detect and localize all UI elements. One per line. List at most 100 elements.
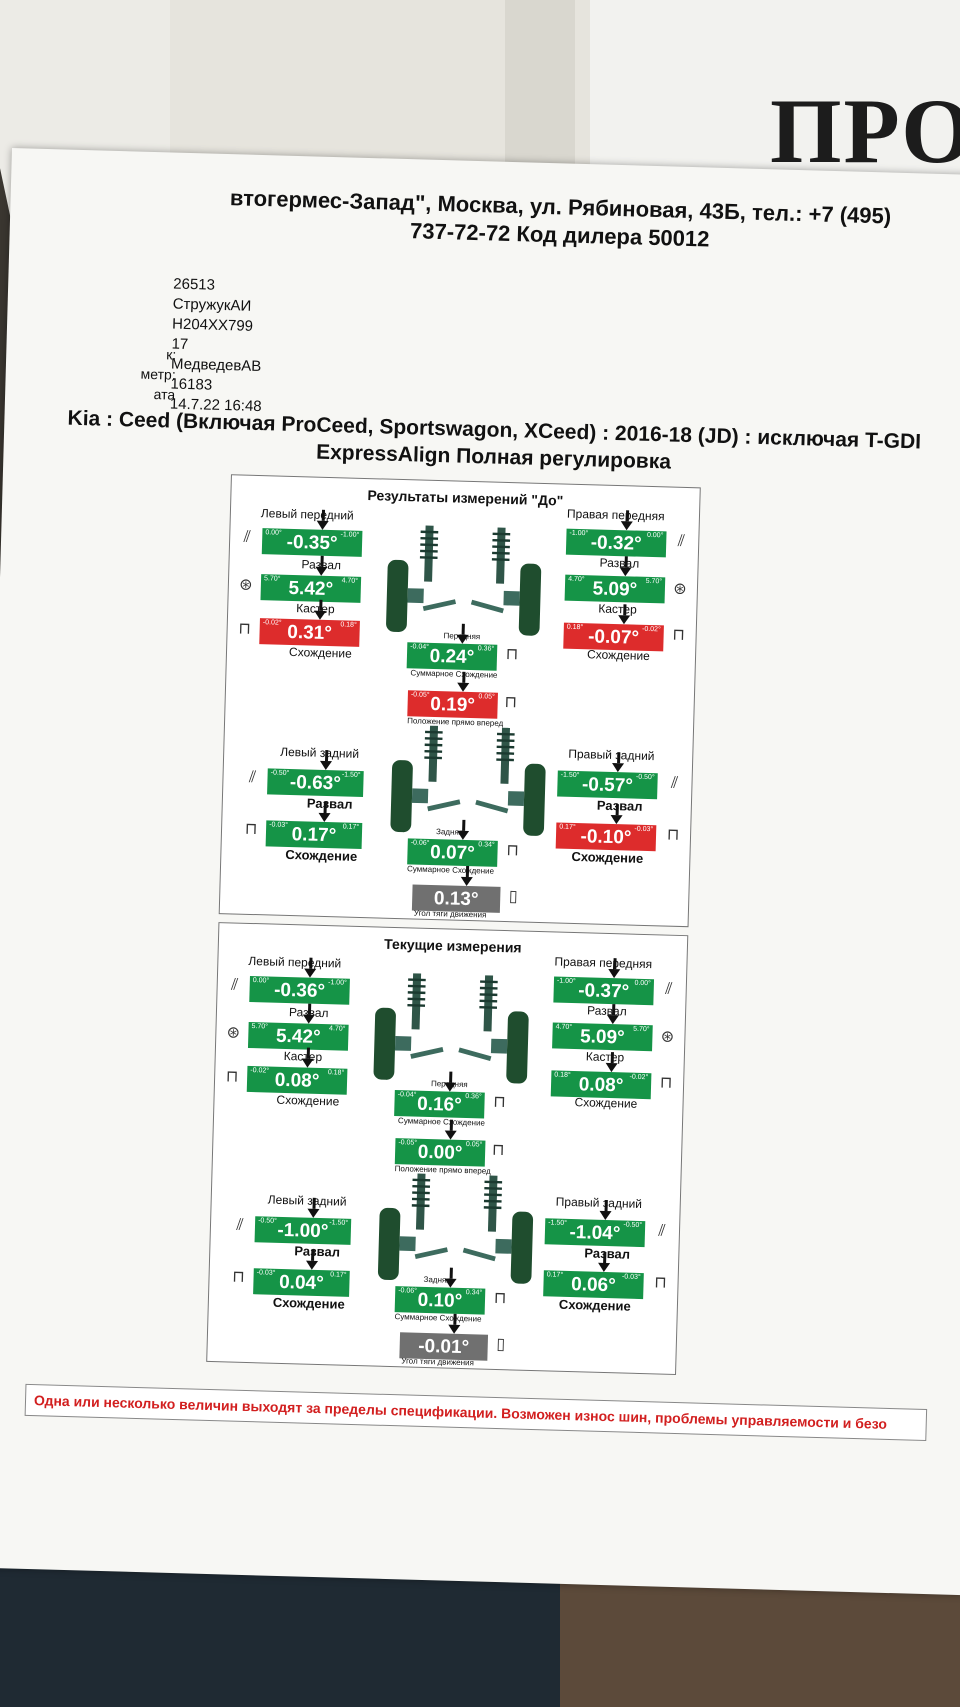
background-board-text: ПРО [770, 80, 960, 182]
total-toe-label: Суммарное Схождение [410, 668, 498, 680]
info-label: метр: [140, 365, 176, 383]
rear-total-gauge: -0.06°0.34°0.10° [394, 1286, 486, 1315]
lr-toe-gauge: -0.03°0.17°0.04° [253, 1268, 350, 1297]
indicator-arrow-icon [599, 1210, 612, 1221]
gauge-value: -0.36° [273, 979, 326, 1003]
info-label: ата [153, 386, 176, 403]
lr-camber-gauge: -0.50°-1.50°-0.63° [267, 768, 364, 798]
thrust-angle-icon: ▯ [496, 1335, 506, 1354]
lf-camber-gauge: 0.00°-1.00°-0.36° [249, 975, 350, 1005]
info-labels: к: метр: ата [95, 342, 177, 404]
toe-wheel-icon: ⊓ [659, 1074, 673, 1092]
camber-wheel-icon: ⫽ [664, 980, 673, 998]
caster-wheel-icon: ⊛ [673, 580, 687, 599]
total-toe-icon: ⊓ [493, 1093, 507, 1112]
camber-label: Развал [306, 795, 353, 812]
indicator-arrow-icon [316, 520, 329, 530]
warning-text: Одна или несколько величин выходят за пр… [33, 1392, 888, 1432]
gauge-value: 0.24° [429, 645, 475, 669]
indicator-arrow-icon [619, 567, 632, 577]
rf-camber-gauge: -1.00°0.00°-0.32° [565, 528, 667, 558]
indicator-arrow-icon [302, 1014, 315, 1024]
gauge-value: 0.04° [278, 1271, 324, 1295]
toe-wheel-icon: ⊓ [238, 620, 252, 638]
toe-wheel-icon: ⊓ [244, 820, 258, 839]
gauge-value: -0.63° [289, 772, 342, 795]
front-total-gauge: -0.04°0.36°0.16° [394, 1090, 485, 1119]
thrust-angle-label: Угол тяги движения [401, 1356, 475, 1368]
camber-wheel-icon: ⫽ [658, 1222, 666, 1240]
lf-toe-gauge: -0.02°0.18°0.08° [246, 1065, 348, 1095]
total-toe-label: Суммарное Схождение [394, 1312, 482, 1324]
indicator-arrow-icon [444, 1130, 457, 1140]
left-front-label: Левый передний [248, 953, 342, 971]
indicator-arrow-icon [448, 1324, 461, 1334]
indicator-arrow-icon [305, 1260, 319, 1270]
toe-label: Схождение [558, 1296, 631, 1314]
info-value: СтружукАИ [172, 295, 252, 315]
indicator-arrow-icon [456, 830, 470, 841]
rear-total-gauge: -0.06°0.34°0.07° [407, 838, 498, 867]
straight-ahead-icon: ⊓ [504, 693, 518, 712]
info-label: к: [166, 346, 177, 363]
toe-wheel-icon: ⊓ [654, 1274, 668, 1292]
info-value: Н204ХХ799 [171, 315, 254, 335]
left-rear-label: Левый задний [267, 1192, 347, 1209]
info-value: 16183 [170, 375, 213, 394]
total-toe-icon: ⊓ [505, 645, 519, 664]
background-strip [505, 0, 575, 180]
camber-label: Развал [294, 1243, 341, 1260]
front-total-gauge: -0.04°0.36°0.24° [406, 642, 498, 671]
gauge-value: 0.00° [417, 1141, 463, 1164]
indicator-arrow-icon [608, 968, 621, 979]
indicator-arrow-icon [319, 760, 333, 771]
straight-ahead-icon: ⊓ [491, 1141, 505, 1160]
gauge-value: 0.17° [291, 824, 337, 847]
right-front-label: Правая передняя [566, 506, 665, 524]
indicator-arrow-icon [620, 521, 633, 531]
gauge-value: 0.06° [570, 1274, 617, 1297]
suspension-diagram-icon [386, 525, 542, 636]
gauge-value: 0.31° [286, 621, 333, 645]
indicator-arrow-icon [597, 1262, 611, 1273]
dealer-header: втогермес-Запад", Москва, ул. Рябиновая,… [180, 183, 941, 260]
lf-caster-gauge: 5.70°4.70°5.42° [260, 574, 362, 603]
rf-camber-gauge: -1.00°0.00°-0.37° [553, 976, 655, 1006]
left-front-label: Левый передний [260, 506, 354, 523]
toe-label: Схождение [574, 1095, 638, 1111]
right-front-label: Правая передняя [554, 954, 653, 972]
vehicle-title: Kia : Ceed (Включая ProCeed, Sportswagon… [33, 404, 954, 484]
toe-label: Схождение [288, 644, 352, 661]
lr-toe-gauge: -0.03°0.17°0.17° [265, 820, 363, 850]
caster-wheel-icon: ⊛ [238, 576, 253, 594]
lf-toe-gauge: -0.02°0.18°0.31° [259, 618, 360, 647]
gauge-value: -0.57° [581, 774, 634, 797]
toe-label: Схождение [276, 1092, 340, 1109]
gauge-value: -1.04° [569, 1221, 621, 1245]
total-toe-icon: ⊓ [506, 842, 520, 860]
camber-wheel-icon: ⫽ [670, 774, 679, 792]
gauge-value: -0.07° [587, 626, 640, 649]
suspension-diagram-icon [390, 725, 546, 836]
toe-wheel-icon: ⊓ [666, 826, 680, 844]
lf-caster-gauge: 5.70°4.70°5.42° [247, 1021, 349, 1051]
toe-label: Схождение [586, 647, 651, 664]
gauge-value: 5.42° [275, 1025, 321, 1048]
thrust-angle-label: Угол тяги движения [413, 908, 487, 920]
gauge-value: 0.08° [274, 1069, 320, 1092]
gauge-value: 0.07° [429, 841, 476, 865]
camber-label: Развал [584, 1245, 631, 1262]
gauge-value: -0.35° [286, 531, 338, 555]
camber-wheel-icon: ⫽ [248, 768, 257, 787]
indicator-arrow-icon [456, 634, 469, 644]
right-rear-label: Правый задний [568, 746, 655, 764]
camber-wheel-icon: ⫽ [236, 1216, 244, 1234]
indicator-arrow-icon [456, 682, 470, 692]
indicator-arrow-icon [307, 1208, 320, 1218]
gauge-value: 5.09° [579, 1026, 625, 1049]
rr-camber-gauge: -1.50°-0.50°-0.57° [557, 770, 658, 800]
indicator-arrow-icon [313, 610, 327, 620]
toe-wheel-icon: ⊓ [672, 626, 686, 644]
gauge-value: 0.16° [416, 1093, 463, 1116]
indicator-arrow-icon [460, 876, 473, 887]
